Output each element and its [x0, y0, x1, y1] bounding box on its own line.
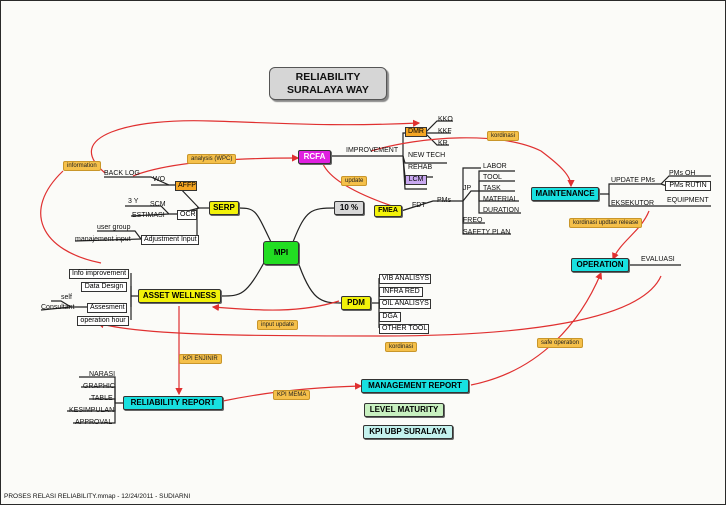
- node-data-design[interactable]: Data Design: [81, 282, 127, 292]
- branch-mpi-asset: [220, 258, 267, 297]
- footer-caption: PROSES RELASI RELIABILITY.mmap - 12/24/2…: [4, 493, 191, 500]
- tag-kpi-mema[interactable]: KPI MEMA: [273, 390, 311, 400]
- node-lcm[interactable]: LCM: [405, 175, 427, 185]
- label-narasi: NARASI: [89, 371, 116, 378]
- label-scm: SCM: [150, 201, 166, 208]
- tag-information[interactable]: information: [63, 161, 101, 171]
- label-fdt: FDT: [412, 202, 426, 209]
- node-assesment[interactable]: Assesment: [87, 303, 127, 313]
- node-pdm[interactable]: PDM: [341, 296, 371, 310]
- label-pms: PMs: [437, 197, 451, 204]
- label-equipment: EQUIPMENT: [667, 197, 709, 204]
- node-mpi[interactable]: MPI: [263, 241, 299, 265]
- label-material: MATERIAL: [483, 196, 518, 203]
- rel-information-left: [40, 170, 102, 264]
- rel-information: [90, 119, 421, 174]
- label-eksekutor: EKSEKUTOR: [611, 200, 655, 207]
- rel-safe-operation: [470, 271, 603, 386]
- label-kko: KKO: [438, 116, 453, 123]
- node-dga[interactable]: DGA: [379, 312, 401, 322]
- rel-kordinasi-bottom: [96, 275, 662, 337]
- node-maintenance[interactable]: MAINTENANCE: [531, 187, 599, 201]
- label-labor: LABOR: [483, 163, 507, 170]
- label-kr: KR: [438, 140, 448, 147]
- node-fmea[interactable]: FMEA: [374, 205, 402, 217]
- label-freq: FREQ: [463, 217, 483, 224]
- node-level-maturity[interactable]: LEVEL MATURITY: [364, 403, 444, 417]
- label-new-tech: NEW TECH: [408, 152, 446, 159]
- node-ten-percent[interactable]: 10 %: [334, 201, 364, 215]
- label-three-y: 3 Y: [128, 198, 139, 205]
- label-safety-plan: SAFETY PLAN: [463, 229, 511, 236]
- node-pms-rutin[interactable]: PMs RUTIN: [665, 181, 711, 191]
- diagram-title: RELIABILITY SURALAYA WAY: [269, 67, 387, 100]
- tag-kpi-enjinir[interactable]: KPI ENJINIR: [179, 354, 222, 364]
- label-manajement-input: manajement input: [75, 236, 131, 243]
- node-infra-red[interactable]: INFRA RED: [379, 287, 423, 297]
- node-vib[interactable]: VIB ANALISYS: [379, 274, 431, 284]
- label-improvement: IMPROVEMENT: [346, 147, 399, 154]
- label-evaluasi: EVALUASI: [641, 256, 675, 263]
- label-self: self: [61, 294, 72, 301]
- title-line-2: SURALAYA WAY: [287, 84, 369, 96]
- label-kkf: KKF: [438, 128, 452, 135]
- label-approval: APPROVAL: [75, 419, 113, 426]
- label-duration: DURATION: [483, 207, 520, 214]
- rel-kordinasi: [370, 137, 575, 188]
- tag-kordinasi-update-release[interactable]: kordinasi updtae release: [569, 218, 643, 228]
- label-table: TABLE: [91, 395, 113, 402]
- branch-mpi-ten: [292, 207, 337, 243]
- label-wo: WO: [153, 176, 166, 183]
- node-operation-hour[interactable]: operation hour: [77, 316, 129, 326]
- tag-analysis-wpc[interactable]: analysis (WPC): [187, 154, 237, 164]
- node-reliability-report[interactable]: RELIABILITY REPORT: [123, 396, 223, 410]
- node-info-improvement[interactable]: Info improvement: [69, 269, 129, 279]
- node-affp[interactable]: AFFP: [175, 181, 197, 191]
- label-jp: JP: [463, 185, 472, 192]
- label-tool: TOOL: [483, 174, 502, 181]
- label-consultant: Consultant: [41, 304, 75, 311]
- rel-input-update: [211, 300, 340, 312]
- node-other-tool[interactable]: OTHER TOOL: [379, 324, 429, 334]
- tag-input-update[interactable]: input update: [257, 320, 299, 330]
- label-user-group: user group: [97, 224, 131, 231]
- node-management-report[interactable]: MANAGEMENT REPORT: [361, 379, 469, 393]
- label-pms-oh: PMs OH: [669, 170, 696, 177]
- node-operation[interactable]: OPERATION: [571, 258, 629, 272]
- label-graphic: GRAPHIC: [83, 383, 115, 390]
- branch-mpi-serp: [238, 207, 272, 243]
- label-update-pms: UPDATE PMs: [611, 177, 655, 184]
- label-back-log: BACK LOG: [104, 170, 140, 177]
- node-dmr[interactable]: DMR: [405, 127, 427, 137]
- label-kesimpulan: KESIMPULAN: [69, 407, 115, 414]
- title-line-1: RELIABILITY: [295, 71, 361, 83]
- node-oil[interactable]: OIL ANALISYS: [379, 299, 431, 309]
- tag-kordinasi-top[interactable]: kordinasi: [487, 131, 520, 141]
- node-serp[interactable]: SERP: [209, 201, 239, 215]
- rel-maintenance-operation: [612, 210, 650, 261]
- label-estimasi: ESTIMASI: [132, 212, 165, 219]
- node-kpi-ubp[interactable]: KPI UBP SURALAYA: [363, 425, 453, 439]
- tag-safe-operation[interactable]: safe operation: [537, 338, 584, 348]
- node-adjustment-input[interactable]: Adjustment Input: [141, 235, 199, 245]
- branch-mpi-pdm: [296, 258, 342, 304]
- label-rehab: REHAB: [408, 164, 433, 171]
- node-rcfa[interactable]: RCFA: [298, 150, 331, 164]
- label-task: TASK: [483, 185, 501, 192]
- tag-update[interactable]: update: [341, 176, 368, 186]
- node-asset-wellness[interactable]: ASSET WELLNESS: [138, 289, 221, 303]
- node-ocr[interactable]: OCR: [177, 210, 197, 220]
- tag-kordinasi-bottom[interactable]: kordinasi: [385, 342, 418, 352]
